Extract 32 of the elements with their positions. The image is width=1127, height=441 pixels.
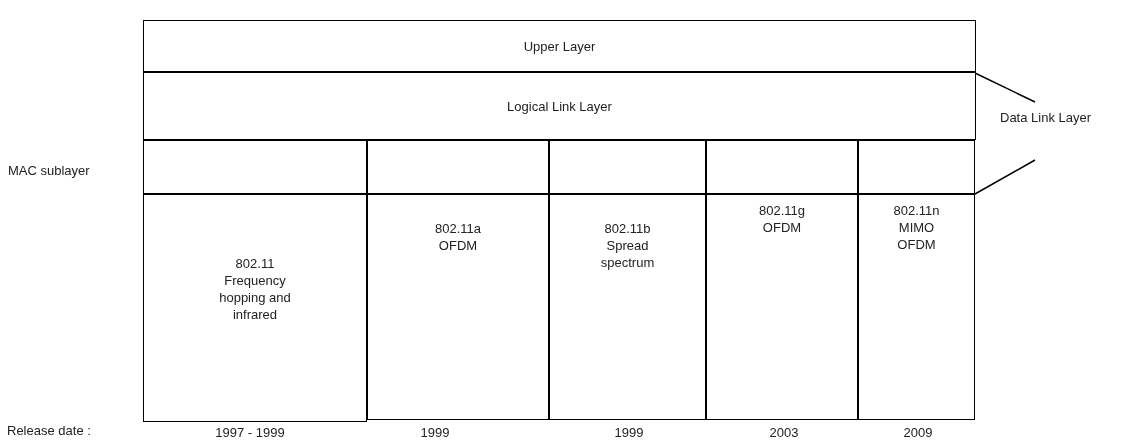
annotation-label: Data Link Layer — [1000, 110, 1092, 125]
release-year: 1999 — [614, 425, 644, 440]
layer-box — [706, 194, 858, 420]
box-cell — [549, 140, 706, 194]
layer-box — [549, 194, 706, 420]
standard-name: 802.11a — [435, 220, 481, 237]
layer-box — [143, 20, 976, 72]
layer-box — [143, 194, 367, 422]
box-cell — [367, 140, 549, 194]
layer-text: Spread spectrum — [599, 237, 656, 271]
release-year: 2009 — [903, 425, 933, 440]
layer-text: OFDM — [438, 237, 478, 254]
standard-name: 802.11g — [759, 202, 805, 219]
layer-text: OFDM — [762, 219, 802, 236]
box-cell — [143, 140, 367, 194]
layer-box — [367, 194, 549, 420]
layer-text: Upper Layer — [523, 37, 596, 55]
layer-box — [143, 72, 976, 140]
box-cell — [858, 140, 975, 194]
layer-box — [858, 194, 975, 420]
release-year: 1997 - 1999 — [215, 425, 285, 440]
layer-text: Frequency hopping and infrared — [218, 272, 292, 323]
standard-name: 802.11b — [604, 220, 651, 237]
annotation-label: Release date : — [7, 423, 91, 438]
release-year: 2003 — [769, 425, 799, 440]
standard-name: 802.11 — [235, 255, 275, 272]
release-year: 1999 — [420, 425, 450, 440]
box-cell — [706, 140, 858, 194]
layer-text: MIMO OFDM — [896, 219, 937, 253]
annotation-label: MAC sublayer — [8, 163, 90, 178]
layer-text: Logical Link Layer — [507, 97, 612, 115]
standard-name: 802.11n — [893, 202, 940, 219]
